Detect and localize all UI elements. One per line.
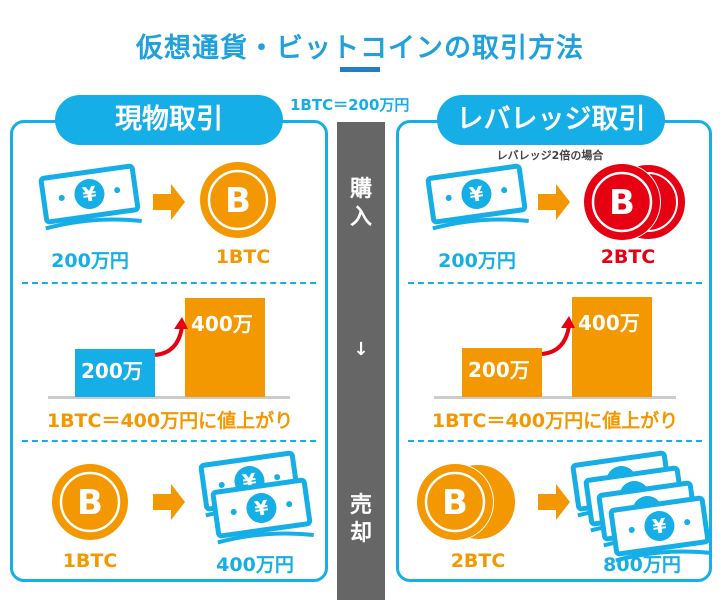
buy-label-2: 入	[349, 205, 372, 230]
price-bar-after: 400万	[185, 298, 265, 397]
rise-arrow-icon	[154, 317, 188, 357]
buy-amount: 200万円	[438, 250, 516, 272]
divider	[408, 440, 702, 442]
sell-amount: 400万円	[216, 554, 294, 576]
bitcoin-icon	[198, 160, 278, 240]
divider	[22, 282, 316, 284]
banknote-icon	[40, 168, 140, 233]
price-rise-text: 1BTC＝400万円に値上がり	[431, 410, 679, 432]
chart-baseline	[48, 396, 290, 399]
bitcoin-icon	[415, 462, 495, 542]
arrow-right-icon	[538, 484, 570, 520]
price-rise-text: 1BTC＝400万円に値上がり	[46, 410, 294, 432]
buy-btc: 2BTC	[600, 246, 656, 268]
price-bar-before: 200万	[75, 349, 155, 397]
arrow-right-icon	[538, 184, 570, 220]
sell-btc: 2BTC	[450, 550, 506, 572]
buy-label-1: 購	[349, 177, 372, 202]
chart-baseline	[434, 396, 676, 399]
leverage-note: レバレッジ2倍の場合	[496, 149, 604, 162]
price-bar-before: 200万	[462, 348, 542, 397]
arrow-right-icon	[153, 484, 185, 520]
price-bar-after: 400万	[572, 297, 652, 397]
sell-btc: 1BTC	[62, 550, 118, 572]
buy-btc: 1BTC	[215, 246, 271, 268]
arrow-right-icon	[153, 184, 185, 220]
flow-bar	[337, 122, 385, 600]
buy-amount: 200万円	[51, 250, 129, 272]
title-underline	[340, 67, 380, 72]
page-title: 仮想通貨・ビットコインの取引方法	[136, 33, 584, 64]
banknote-icon	[212, 482, 312, 547]
sell-label-1: 売	[349, 493, 372, 518]
rise-arrow-icon	[541, 316, 575, 356]
bitcoin-icon	[50, 462, 130, 542]
down-arrow-icon: ↓	[353, 339, 369, 360]
sell-label-2: 却	[349, 521, 372, 546]
divider	[408, 282, 702, 284]
banknote-icon	[427, 168, 527, 233]
leverage-trading-heading: レバレッジ取引	[437, 95, 665, 145]
bitcoin-icon	[582, 162, 662, 242]
sell-amount: 800万円	[603, 554, 681, 576]
spot-trading-heading: 現物取引	[55, 95, 283, 145]
divider	[22, 440, 316, 442]
initial-rate: 1BTC＝200万円	[290, 96, 410, 114]
